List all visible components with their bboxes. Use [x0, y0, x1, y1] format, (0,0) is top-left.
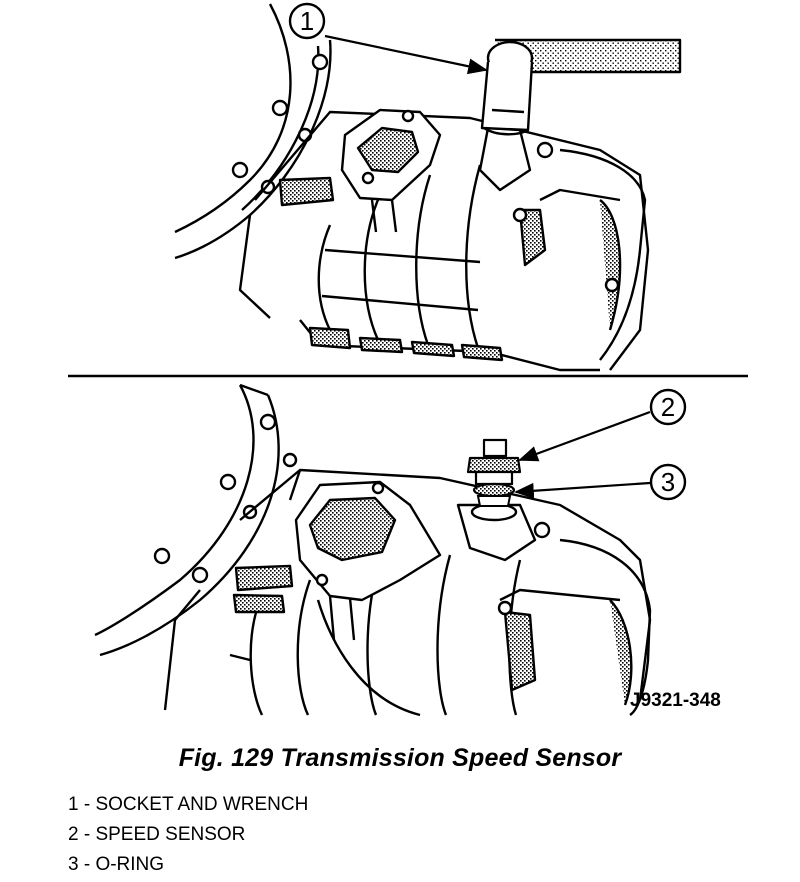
socket-and-wrench	[480, 38, 682, 136]
legend-item: 3 - O-RING	[68, 854, 165, 875]
callout-number-2: 2	[661, 392, 675, 422]
figure-caption: Fig. 129 Transmission Speed Sensor	[178, 744, 622, 772]
callout-number-1: 1	[300, 6, 314, 36]
top-panel-illustration	[174, 3, 650, 372]
transmission-diagram: 1	[68, 2, 748, 717]
legend-item: 2 - SPEED SENSOR	[68, 824, 246, 845]
o-ring	[472, 482, 516, 507]
bottom-panel-illustration	[94, 383, 652, 717]
speed-sensor	[466, 438, 522, 486]
callout-2: 2	[518, 388, 687, 462]
callout-3: 3	[514, 463, 687, 501]
legend-item: 1 - SOCKET AND WRENCH	[68, 794, 309, 815]
callout-legend: 1 - SOCKET AND WRENCH 2 - SPEED SENSOR 3…	[68, 790, 308, 880]
callout-1: 1	[288, 2, 488, 75]
callout-number-3: 3	[661, 467, 675, 497]
figure-reference-code: J9321-348	[630, 690, 721, 711]
